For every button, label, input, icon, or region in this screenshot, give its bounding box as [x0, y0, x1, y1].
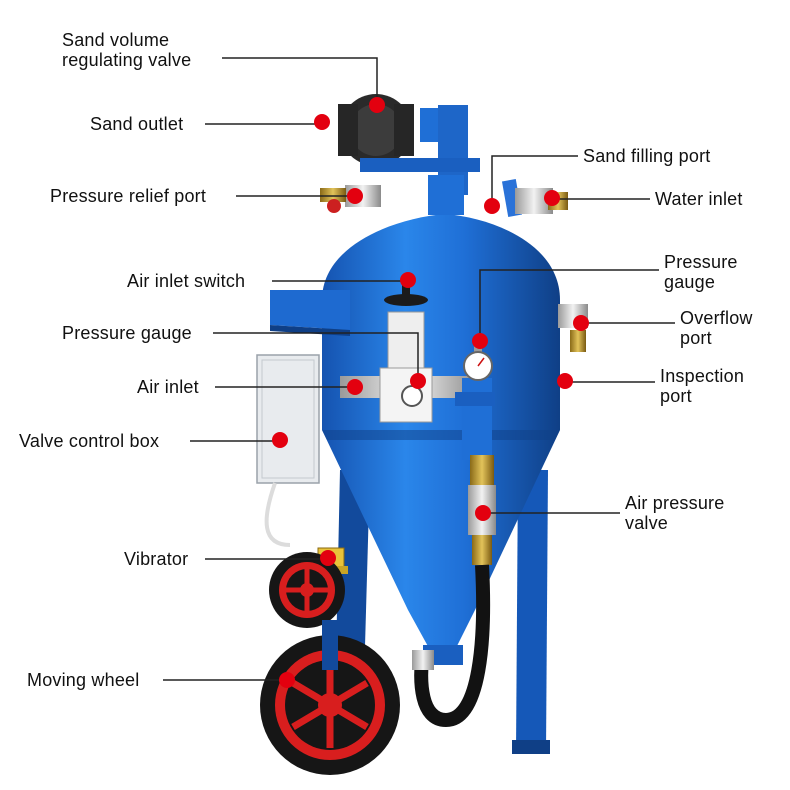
rear-wheel — [269, 552, 345, 628]
label-air-inlet: Air inlet — [137, 377, 199, 397]
leader-sand-filling-port — [491, 155, 578, 203]
leader-lines — [163, 57, 675, 681]
air-inlet-assembly — [340, 280, 495, 460]
dot-sand-volume-regulating-valve — [369, 97, 385, 113]
label-water-inlet: Water inlet — [655, 189, 743, 209]
leader-sand-volume-regulating-valve — [222, 57, 378, 105]
label-valve-control-box: Valve control box — [19, 431, 160, 451]
label-overflow-port: Overflow port — [680, 308, 753, 348]
dot-air-inlet — [347, 379, 363, 395]
dot-pressure-relief-port — [347, 188, 363, 204]
dot-sand-filling-port — [484, 198, 500, 214]
dot-inspection-port — [557, 373, 573, 389]
label-pressure-gauge-left: Pressure gauge — [62, 323, 192, 343]
right-gauge — [463, 340, 493, 381]
dot-valve-control-box — [272, 432, 288, 448]
label-sand-outlet: Sand outlet — [90, 114, 184, 134]
front-wheel — [260, 620, 400, 775]
dot-sand-outlet — [314, 114, 330, 130]
handle-plate — [270, 290, 350, 336]
label-pressure-relief-port: Pressure relief port — [50, 186, 207, 206]
label-air-pressure-valve: Air pressure valve — [625, 493, 725, 533]
overflow-fitting — [558, 304, 588, 352]
leader-pressure-gauge-right — [479, 269, 659, 340]
dot-pressure-gauge-right — [472, 333, 488, 349]
top-valve-assembly — [338, 94, 480, 215]
label-air-inlet-switch: Air inlet switch — [127, 271, 246, 291]
dot-air-inlet-switch — [400, 272, 416, 288]
dot-overflow-port — [573, 315, 589, 331]
dot-pressure-gauge-left — [410, 373, 426, 389]
label-sand-filling-port: Sand filling port — [583, 146, 711, 166]
label-vibrator: Vibrator — [124, 549, 189, 569]
dot-moving-wheel — [279, 672, 295, 688]
label-moving-wheel: Moving wheel — [27, 670, 140, 690]
air-pressure-valve-assembly — [412, 455, 496, 728]
label-pressure-gauge-right: Pressure gauge — [664, 252, 738, 292]
dot-vibrator — [320, 550, 336, 566]
label-inspection-port: Inspection port — [660, 366, 745, 406]
dot-water-inlet — [544, 190, 560, 206]
leader-pressure-gauge-left — [213, 332, 419, 380]
valve-control-box-shape — [256, 354, 320, 547]
dot-air-pressure-valve — [475, 505, 491, 521]
label-sand-volume-regulating-valve: Sand volume regulating valve — [62, 30, 192, 70]
callout-dots — [272, 97, 589, 688]
